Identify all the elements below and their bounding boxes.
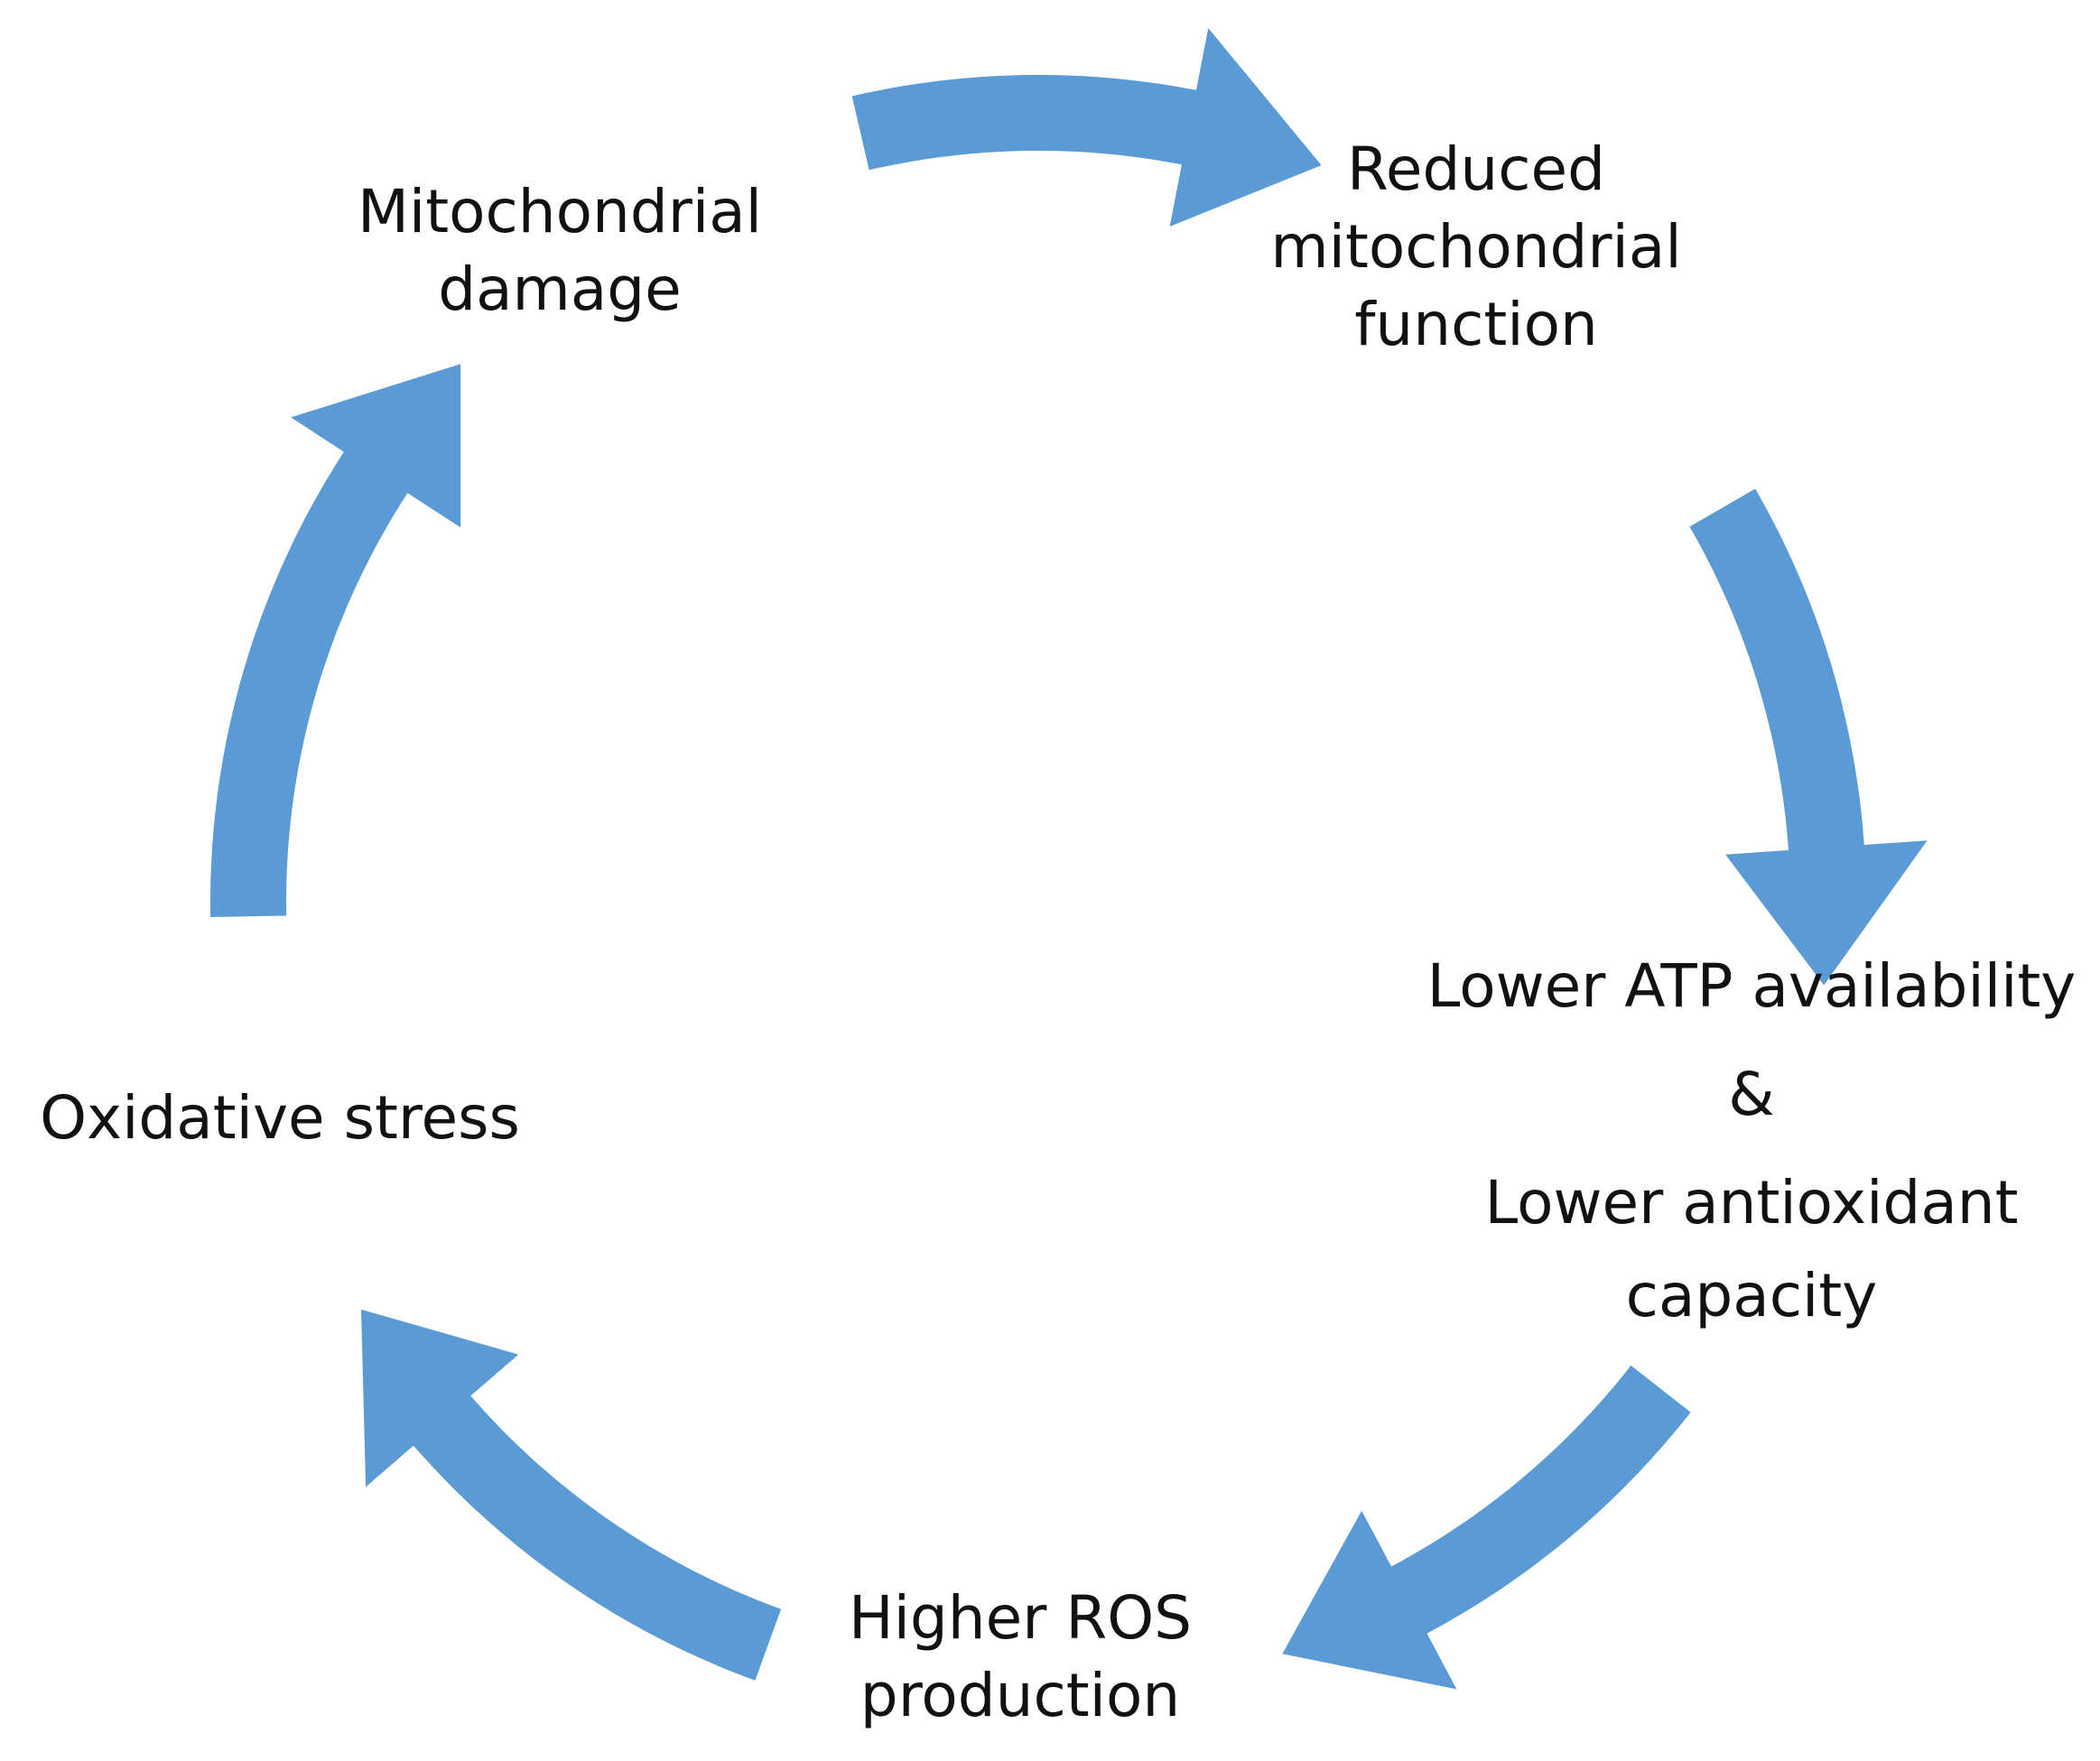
node-lower-atp-line3: capacity (1625, 1261, 1878, 1330)
node-oxidative-stress-text: Oxidative stress (40, 1083, 520, 1153)
node-lower-atp-line2: Lower antioxidant (1484, 1168, 2019, 1237)
node-reduced-function-line1: Reduced (1346, 134, 1605, 204)
arrow-ros-to-oxidative (361, 1309, 782, 1681)
node-reduced-function-line2: mitochondrial (1270, 212, 1682, 282)
node-oxidative-stress: Oxidative stress (36, 1080, 524, 1157)
arrow-reduced-to-atp (1689, 488, 1928, 986)
node-lower-atp-line1: Lower ATP availability (1426, 951, 2077, 1021)
arrow-damage-to-reduced (851, 28, 1322, 227)
node-mitochondrial-damage: Mitochondrial damage (325, 173, 794, 329)
node-reduced-function-line3: function (1354, 290, 1598, 359)
node-higher-ros-line1: Higher ROS (848, 1583, 1193, 1653)
node-mitochondrial-damage-line1: Mitochondrial (357, 177, 762, 246)
node-higher-ros-line2: production (860, 1661, 1181, 1730)
arrow-atp-to-ros (1282, 1365, 1691, 1690)
node-higher-ros-production: Higher ROS production (794, 1580, 1246, 1735)
node-mitochondrial-damage-line2: damage (438, 255, 682, 324)
node-reduced-mitochondrial-function: Reduced mitochondrial function (1219, 131, 1733, 364)
node-lower-atp-connector: & (1728, 1060, 1775, 1129)
node-lower-atp-antioxidant: Lower ATP availability & Lower antioxida… (1408, 932, 2095, 1335)
arrow-oxidative-to-damage (210, 364, 461, 917)
